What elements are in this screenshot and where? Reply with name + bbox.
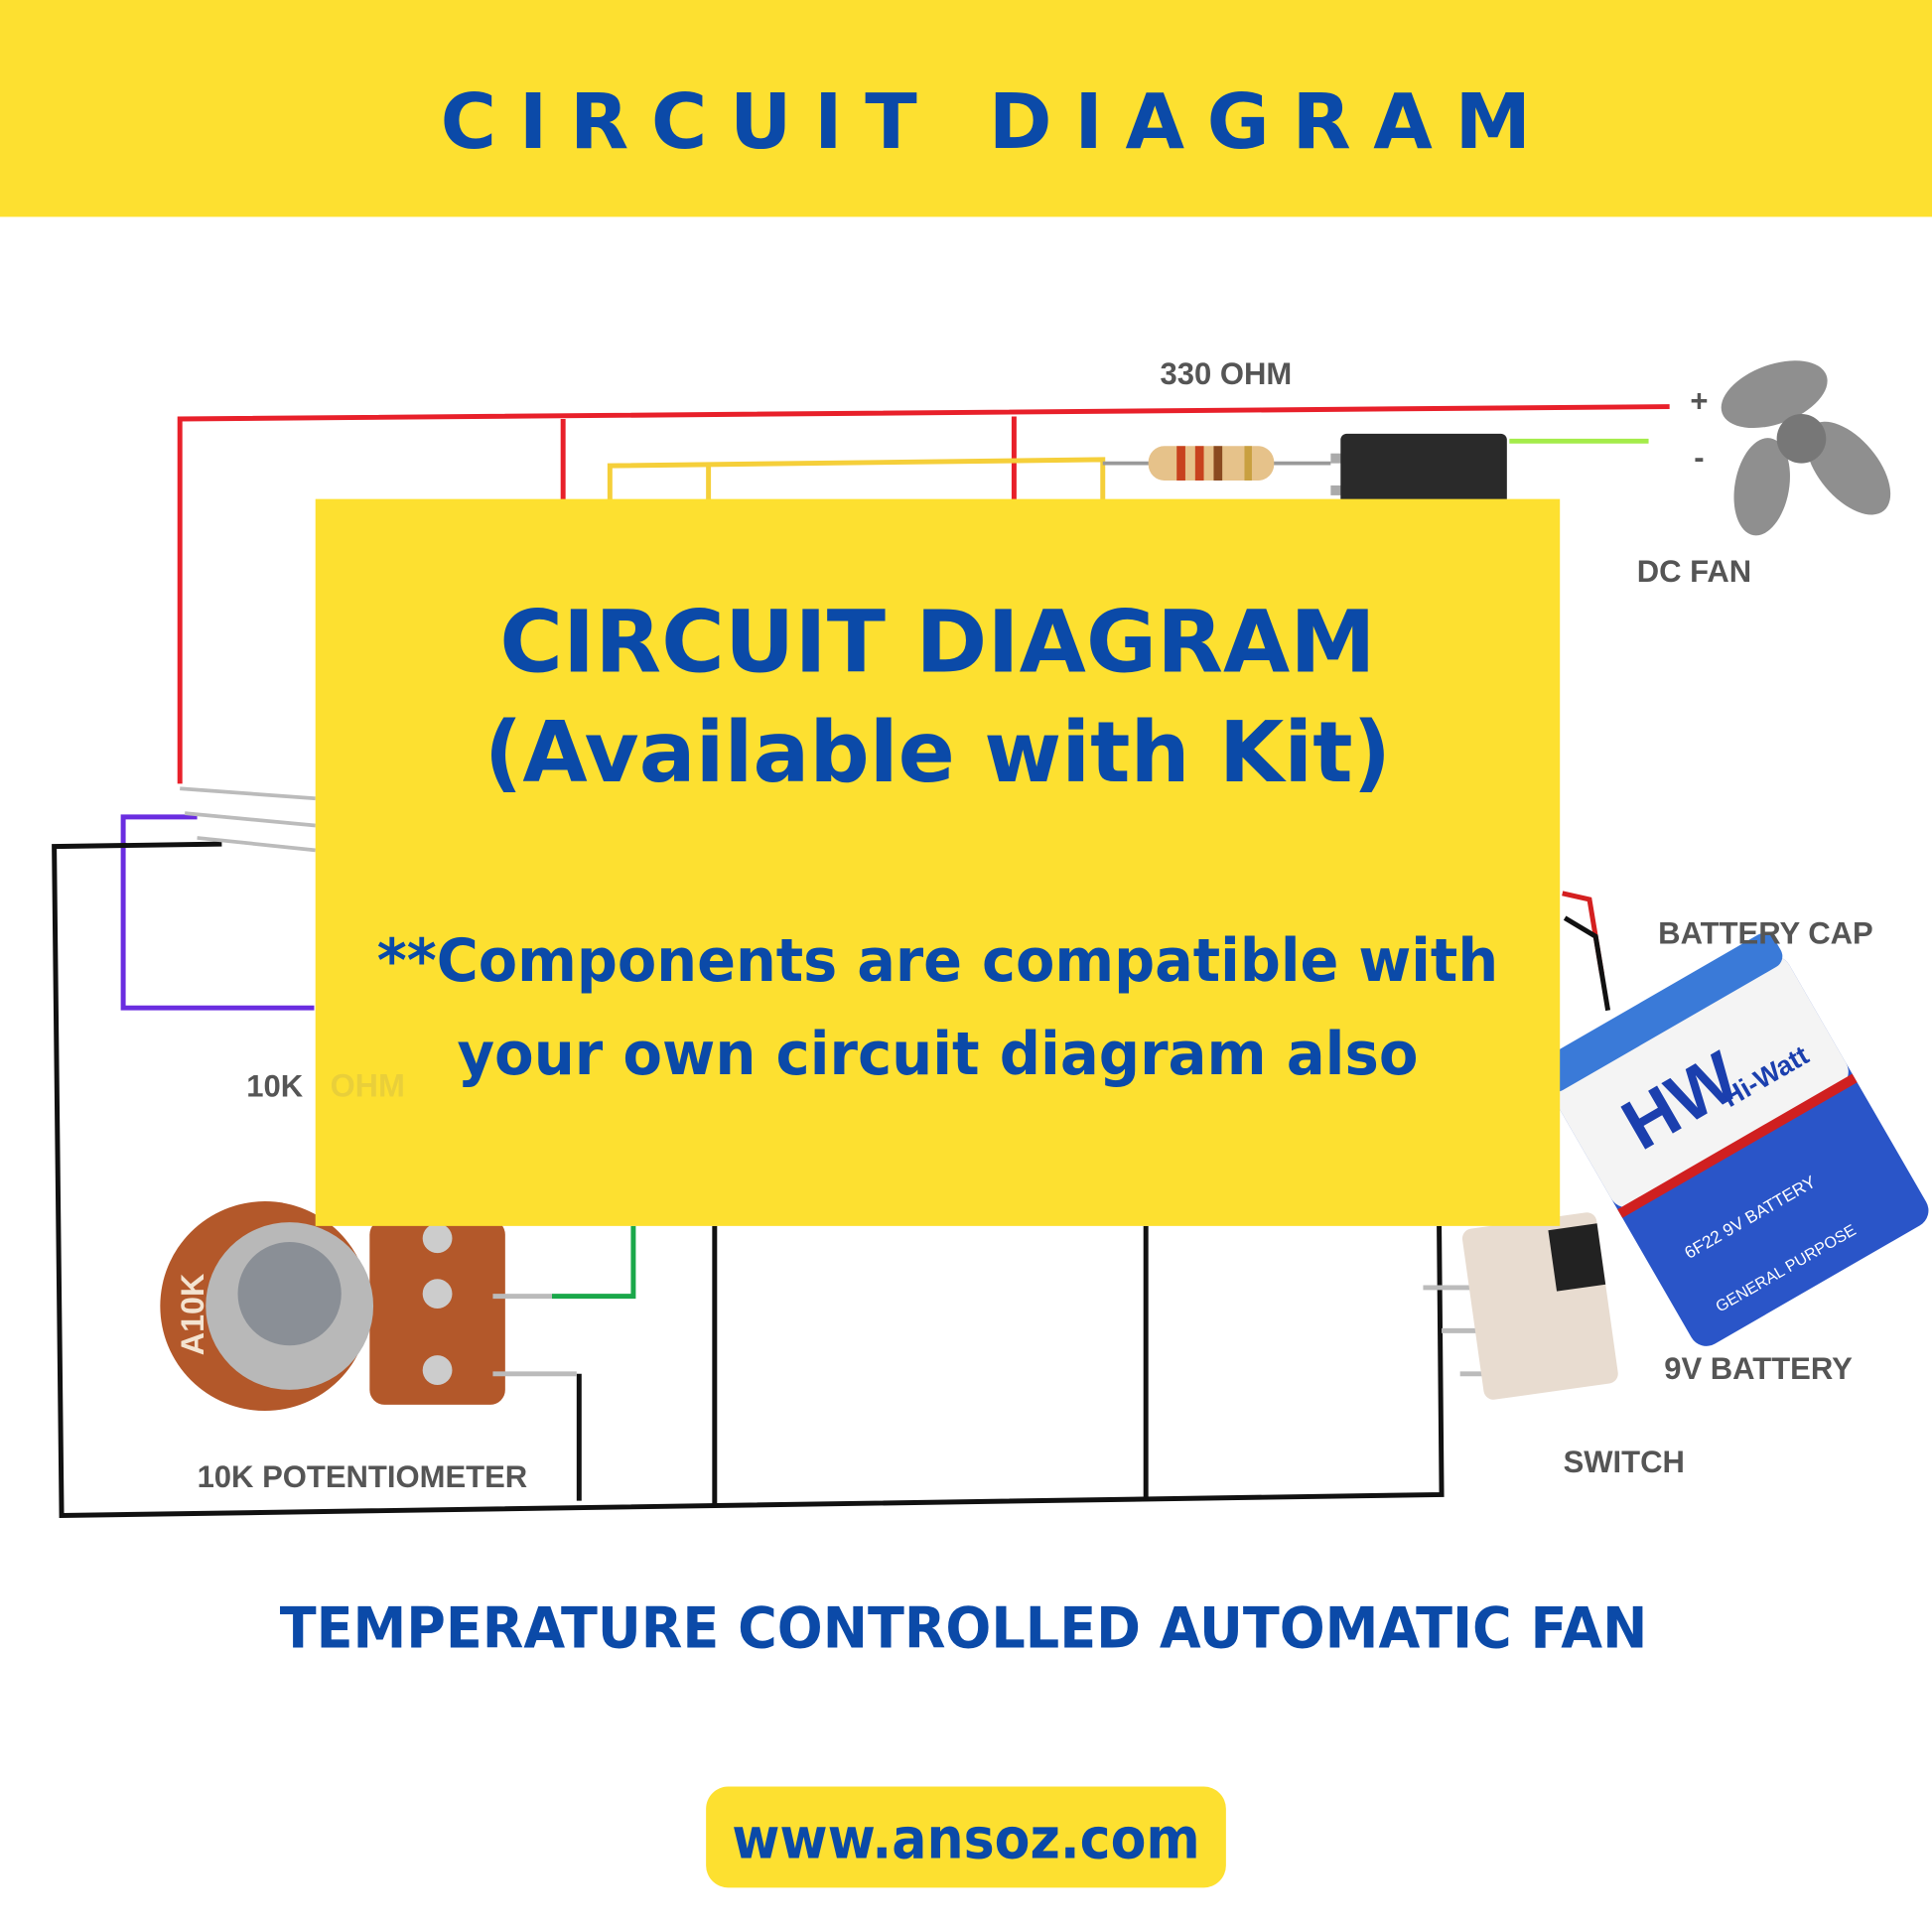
- label-10k-ohm-faint: OHM: [331, 1068, 405, 1104]
- ic-chip-icon: [1330, 433, 1507, 508]
- battery-9v-icon: HW Hi-Watt 6F22 9V BATTERY GENERAL PURPO…: [1538, 933, 1929, 1346]
- label-battery-cap: BATTERY CAP: [1658, 916, 1873, 951]
- fan-plus-label: +: [1690, 384, 1708, 419]
- label-10k-potentiometer: 10K POTENTIOMETER: [198, 1459, 528, 1494]
- header-banner: [0, 0, 1932, 217]
- overlay-note-line2: your own circuit diagram also: [457, 1021, 1418, 1089]
- label-dc-fan: DC FAN: [1637, 554, 1751, 589]
- ground-wire: [52, 841, 1445, 1519]
- yellow-wire: [607, 457, 1106, 518]
- pot-marking: A10K: [175, 1274, 210, 1355]
- purple-wire: [120, 814, 315, 1011]
- wires: [52, 404, 1670, 1519]
- dc-fan-icon: [1721, 360, 1891, 536]
- website-pill[interactable]: [706, 1786, 1226, 1888]
- red-wire: [177, 404, 1670, 784]
- website-link[interactable]: www.ansoz.com: [732, 1807, 1200, 1872]
- label-330-ohm: 330 OHM: [1160, 356, 1292, 391]
- label-switch: SWITCH: [1564, 1445, 1685, 1479]
- overlay-subtitle: (Available with Kit): [484, 704, 1391, 801]
- label-9v-battery: 9V BATTERY: [1664, 1351, 1853, 1386]
- overlay-panel: [315, 498, 1561, 1226]
- overlay-title: CIRCUIT DIAGRAM: [499, 592, 1376, 692]
- resistor-330-icon: [1102, 446, 1331, 482]
- potentiometer-icon: A10K: [160, 1201, 577, 1412]
- project-title: TEMPERATURE CONTROLLED AUTOMATIC FAN: [280, 1595, 1648, 1661]
- label-10k-resistor: 10K: [246, 1069, 303, 1104]
- fan-minus-label: -: [1694, 441, 1704, 476]
- overlay-note-line1: **Components are compatible with: [377, 927, 1498, 996]
- green-wire: [552, 1225, 636, 1300]
- switch-icon: [1423, 1212, 1618, 1400]
